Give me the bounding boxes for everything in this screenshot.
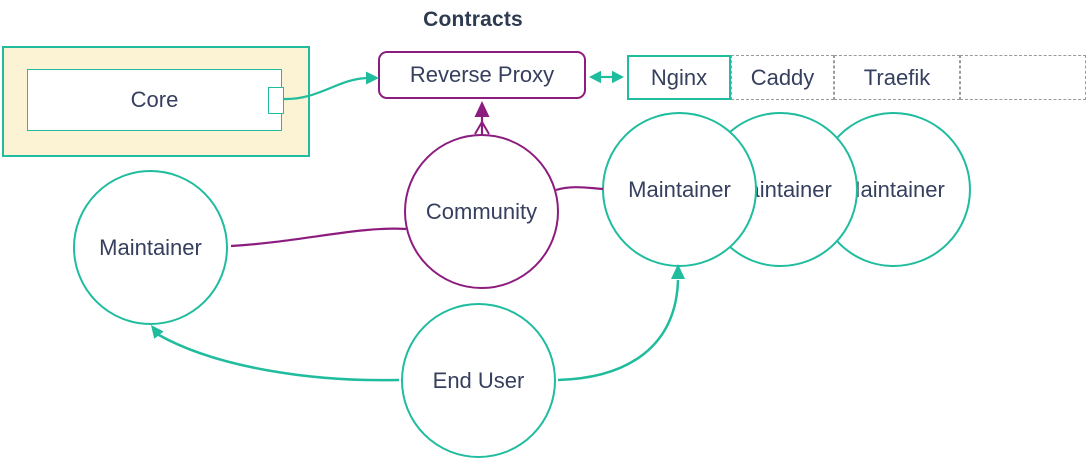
cell-caddy-label: Caddy xyxy=(750,64,815,90)
edge-community-to-proxy-arrowhead xyxy=(474,101,490,117)
end-user-label: End User xyxy=(432,367,525,393)
maintainer-node-a: Maintainer xyxy=(602,112,757,267)
cell-traefik: Traefik xyxy=(834,55,960,100)
diagram-title: Contracts xyxy=(423,8,523,31)
core-node: Core xyxy=(27,69,282,131)
reverse-proxy-label: Reverse Proxy xyxy=(409,62,555,87)
edge-enduser-to-maintainer-left xyxy=(156,332,400,382)
cell-caddy: Caddy xyxy=(731,55,834,100)
cell-traefik-label: Traefik xyxy=(863,64,931,90)
edge-enduser-to-maintainer-a xyxy=(557,279,680,382)
edge-proxy-nginx-right-arrowhead xyxy=(612,70,624,84)
edge-community-maintainer-a xyxy=(555,186,604,192)
maintainer-node-left: Maintainer xyxy=(73,170,228,325)
edge-proxy-nginx-left-arrowhead xyxy=(589,70,601,84)
core-port-connector xyxy=(268,87,284,114)
edge-community-to-proxy-chevron xyxy=(474,120,490,135)
edge-community-maintainer-left xyxy=(230,227,407,248)
maintainer-a-label: Maintainer xyxy=(628,176,731,202)
core-node-label: Core xyxy=(130,87,179,112)
cell-empty xyxy=(960,55,1086,100)
community-label: Community xyxy=(425,198,538,224)
cell-nginx: Nginx xyxy=(627,55,731,100)
end-user-node: End User xyxy=(401,303,556,458)
cell-nginx-label: Nginx xyxy=(650,64,708,90)
community-node: Community xyxy=(404,134,559,289)
reverse-proxy-node: Reverse Proxy xyxy=(378,51,586,99)
maintainer-c-label: Maintainer xyxy=(842,176,945,202)
maintainer-left-label: Maintainer xyxy=(99,234,202,260)
edge-enduser-to-maintainer-left-arrowhead xyxy=(151,325,164,339)
